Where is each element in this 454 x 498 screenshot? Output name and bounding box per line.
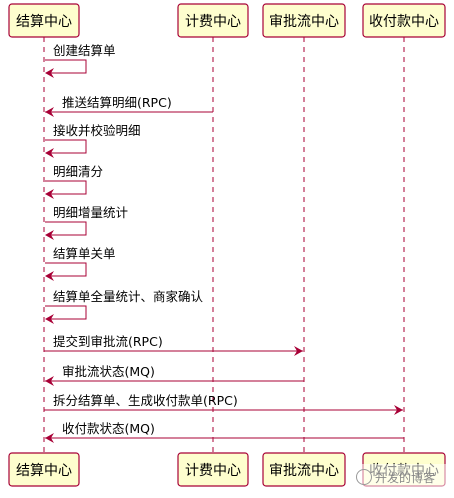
- message-label: 明细清分: [53, 164, 103, 179]
- participant-settle-bottom: 结算中心: [8, 452, 80, 487]
- arrowhead: [45, 433, 54, 443]
- arrowhead: [45, 148, 54, 158]
- message-label: 明细增量统计: [53, 205, 128, 220]
- message-6: 结算单关单: [45, 246, 116, 281]
- participant-box: [8, 452, 80, 487]
- message-label: 结算单全量统计、商家确认: [53, 289, 204, 304]
- message-7: 结算单全量统计、商家确认: [45, 289, 204, 324]
- participant-settle-top: 结算中心: [8, 3, 80, 38]
- message-label: 收付款状态(MQ): [62, 421, 155, 436]
- arrowhead: [45, 107, 54, 117]
- message-8: 提交到审批流(RPC): [44, 334, 303, 356]
- participant-label: 审批流中心: [269, 463, 339, 479]
- self-message-line: [45, 59, 87, 74]
- participant-label: 结算中心: [16, 14, 72, 30]
- participant-box: [177, 3, 249, 38]
- arrowhead: [45, 376, 54, 386]
- message-4: 明细清分: [45, 164, 103, 199]
- message-label: 创建结算单: [53, 43, 116, 58]
- participant-label: 结算中心: [16, 463, 72, 479]
- watermark: 开发的博客: [356, 464, 452, 490]
- participant-box: [362, 3, 446, 38]
- arrowhead: [45, 314, 54, 324]
- message-11: 收付款状态(MQ): [45, 421, 404, 443]
- arrowhead: [45, 271, 54, 281]
- participant-label: 审批流中心: [269, 14, 339, 30]
- participant-payment-top: 收付款中心: [362, 3, 446, 38]
- participant-label: 计费中心: [185, 463, 241, 479]
- message-5: 明细增量统计: [45, 205, 128, 240]
- participant-billing-top: 计费中心: [177, 3, 249, 38]
- arrowhead: [45, 230, 54, 240]
- message-3: 接收并校验明细: [45, 123, 141, 158]
- message-1: 创建结算单: [45, 43, 116, 78]
- self-message-line: [45, 139, 87, 154]
- participant-boxes-top: 结算中心 计费中心 审批流中心 收付款中心: [8, 3, 446, 38]
- participant-label: 计费中心: [185, 14, 241, 30]
- message-10: 拆分结算单、生成收付款单(RPC): [44, 393, 403, 415]
- participant-box: [177, 452, 249, 487]
- message-label: 提交到审批流(RPC): [53, 334, 163, 349]
- arrowhead: [45, 68, 54, 78]
- message-2: 推送结算明细(RPC): [45, 95, 213, 117]
- participant-billing-bottom: 计费中心: [177, 452, 249, 487]
- self-message-line: [45, 262, 87, 277]
- arrowhead: [394, 405, 403, 415]
- participant-box: [262, 3, 346, 38]
- watermark-text: 开发的博客: [375, 470, 436, 485]
- participant-approval-top: 审批流中心: [262, 3, 346, 38]
- message-9: 审批流状态(MQ): [45, 364, 304, 386]
- participant-label: 收付款中心: [369, 14, 439, 30]
- message-label: 审批流状态(MQ): [62, 364, 155, 379]
- message-label: 结算单关单: [53, 246, 116, 261]
- message-label: 推送结算明细(RPC): [62, 95, 172, 110]
- participant-approval-bottom: 审批流中心: [262, 452, 346, 487]
- self-message-line: [45, 180, 87, 195]
- message-label: 拆分结算单、生成收付款单(RPC): [53, 393, 238, 408]
- self-message-line: [45, 221, 87, 236]
- wechat-icon: [356, 469, 372, 485]
- arrowhead: [294, 346, 303, 356]
- arrowhead: [45, 189, 54, 199]
- participant-box: [8, 3, 80, 38]
- self-message-line: [45, 305, 87, 320]
- participant-box: [262, 452, 346, 487]
- message-label: 接收并校验明细: [53, 123, 141, 138]
